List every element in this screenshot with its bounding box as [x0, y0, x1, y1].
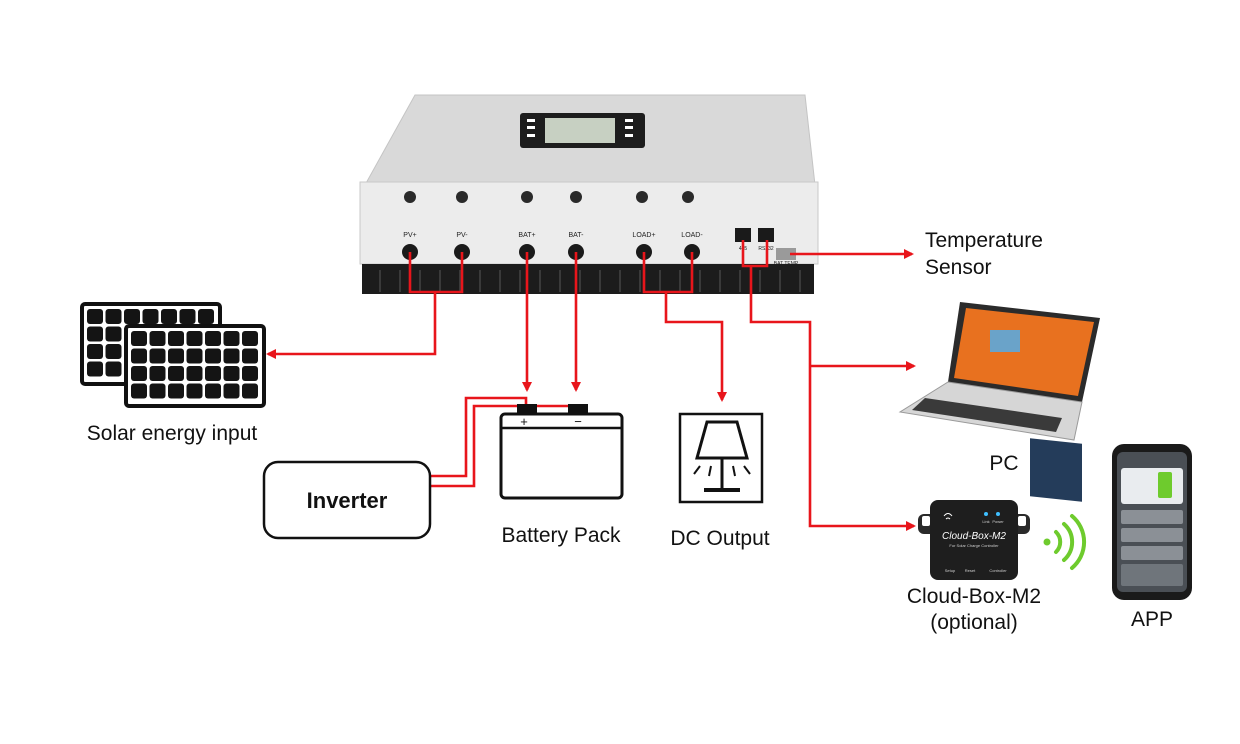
solar-cell: [131, 348, 147, 364]
inverter-wire-plus: [430, 396, 528, 478]
terminal-label-bat-minus: BAT-: [568, 232, 584, 239]
solar-cell: [205, 366, 221, 381]
phone-icon: [1112, 444, 1192, 600]
solar-cell: [149, 366, 166, 381]
solar-cell: [105, 361, 122, 377]
cloudbox-port-setup: Setup: [945, 568, 956, 573]
comm-to-cloudbox-wire: [749, 266, 916, 531]
solar-cell: [131, 331, 147, 346]
solar-cell: [131, 366, 147, 381]
comm-wire-loop: [741, 240, 769, 268]
lcd-screen: [545, 118, 615, 143]
solar-cells-front: [131, 331, 258, 399]
solar-cell: [242, 366, 258, 381]
solar-cell: [161, 309, 177, 324]
lamp-icon: [678, 412, 764, 504]
cloudbox-device: Link Power Cloud-Box-M2 For Solar Charge…: [918, 500, 1030, 580]
solar-cell: [186, 331, 203, 346]
cloudbox-device-name: Cloud-Box-M2: [942, 531, 1006, 542]
pc-label: PC: [989, 452, 1018, 475]
cloudbox-device-sub: For Solar Charge Controller: [949, 543, 999, 548]
solar-cell: [205, 383, 221, 399]
cloudbox-led-link: Link: [982, 519, 989, 524]
solar-cell: [105, 309, 122, 324]
solar-cell: [168, 348, 184, 364]
battery-plus-sign: +: [520, 414, 528, 429]
terminal-label-pv-minus: PV-: [456, 232, 468, 239]
solar-cell: [223, 348, 240, 364]
solar-cell: [149, 383, 166, 399]
solar-cell: [242, 383, 258, 399]
heatsink-fins: [379, 270, 801, 292]
solar-cell: [131, 383, 147, 399]
wifi-signal-icon: [1043, 514, 1087, 570]
pv-to-solar-wire: [266, 292, 437, 359]
solar-cell: [124, 309, 140, 324]
cloudbox-port-controller: Controller: [989, 568, 1007, 573]
solar-cell: [223, 331, 240, 346]
solar-cell: [242, 348, 258, 364]
solar-cell: [142, 309, 159, 324]
solar-label: Solar energy input: [87, 422, 258, 445]
load-to-dc-wire: [664, 292, 727, 402]
temp-sensor-port: [776, 248, 796, 260]
solar-cell: [168, 383, 184, 399]
keypad-buttons: [527, 119, 633, 137]
terminal-label-load-minus: LOAD-: [681, 232, 703, 239]
laptop-icon: [898, 302, 1100, 502]
solar-cell: [223, 366, 240, 381]
solar-cell: [87, 361, 103, 377]
solar-cell: [186, 383, 203, 399]
terminal-label-load-plus: LOAD+: [632, 232, 655, 239]
solar-cell: [186, 348, 203, 364]
solar-cell: [105, 344, 122, 359]
wifi-small-icon: [943, 513, 953, 520]
inverter-box: [262, 460, 432, 540]
wiring: [266, 240, 916, 531]
inverter-label: Inverter: [307, 488, 388, 513]
solar-cell: [168, 331, 184, 346]
solar-cell: [168, 366, 184, 381]
battery-label: Battery Pack: [501, 524, 621, 547]
solar-cell: [179, 309, 196, 324]
cloudbox-led-power: Power: [992, 519, 1004, 524]
cloudbox-label-line1: Cloud-Box-M2: [907, 585, 1041, 608]
cloudbox-label-line2: (optional): [930, 611, 1018, 634]
solar-cell: [198, 309, 214, 324]
terminal-label-pv-plus: PV+: [403, 232, 416, 239]
solar-cell: [87, 344, 103, 359]
solar-cell: [87, 309, 103, 324]
rs232-port: [758, 228, 774, 242]
solar-panels: [80, 302, 266, 408]
app-label: APP: [1131, 608, 1173, 631]
solar-cell: [87, 326, 103, 342]
solar-cell: [149, 331, 166, 346]
temperature-label-line2: Sensor: [925, 256, 992, 279]
solar-cell: [223, 383, 240, 399]
charge-controller: PV+ PV- BAT+ BAT- LOAD+ LOAD- 485 RS232 …: [359, 94, 819, 294]
solar-cell: [242, 331, 258, 346]
solar-cell: [205, 331, 221, 346]
battery-minus-sign: −: [574, 414, 582, 429]
battery-icon: + −: [499, 404, 624, 500]
solar-cell: [105, 326, 122, 342]
solar-cell: [186, 366, 203, 381]
load-wire-loop: [642, 252, 694, 294]
solar-cell: [205, 348, 221, 364]
dc-output-label: DC Output: [670, 527, 769, 550]
terminal-label-bat-plus: BAT+: [518, 232, 535, 239]
rs485-port: [735, 228, 751, 242]
solar-cell: [149, 348, 166, 364]
cloudbox-port-reset: Reset: [965, 568, 976, 573]
temperature-label-line1: Temperature: [925, 229, 1043, 252]
